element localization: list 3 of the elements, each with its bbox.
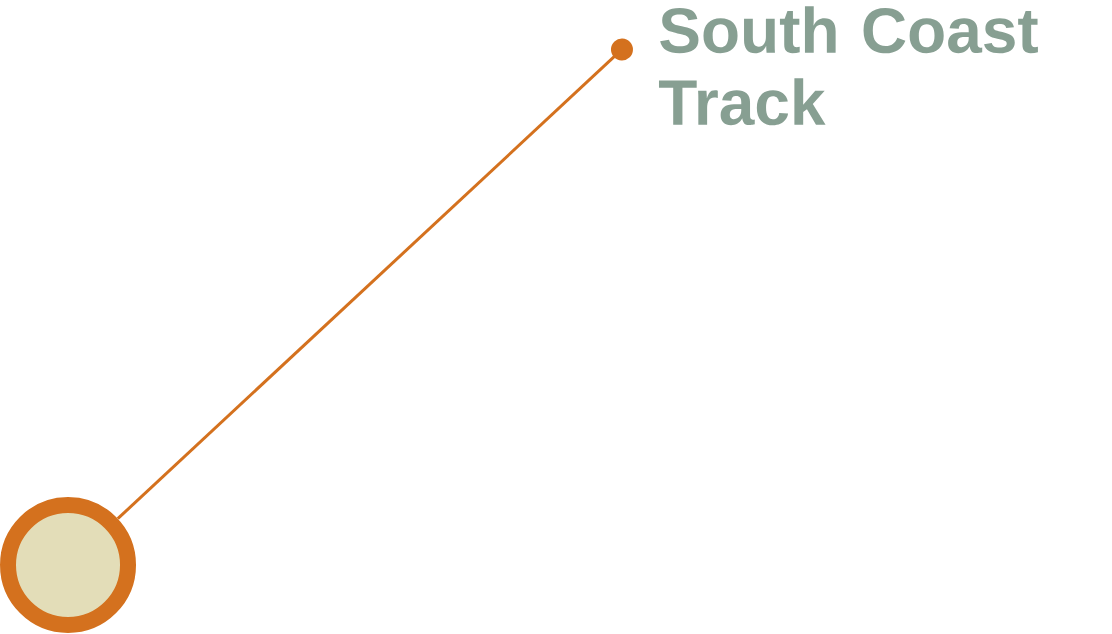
route-label: South Coast Track (659, 6, 1038, 126)
leader-line (116, 38, 633, 520)
location-marker (0, 497, 136, 633)
